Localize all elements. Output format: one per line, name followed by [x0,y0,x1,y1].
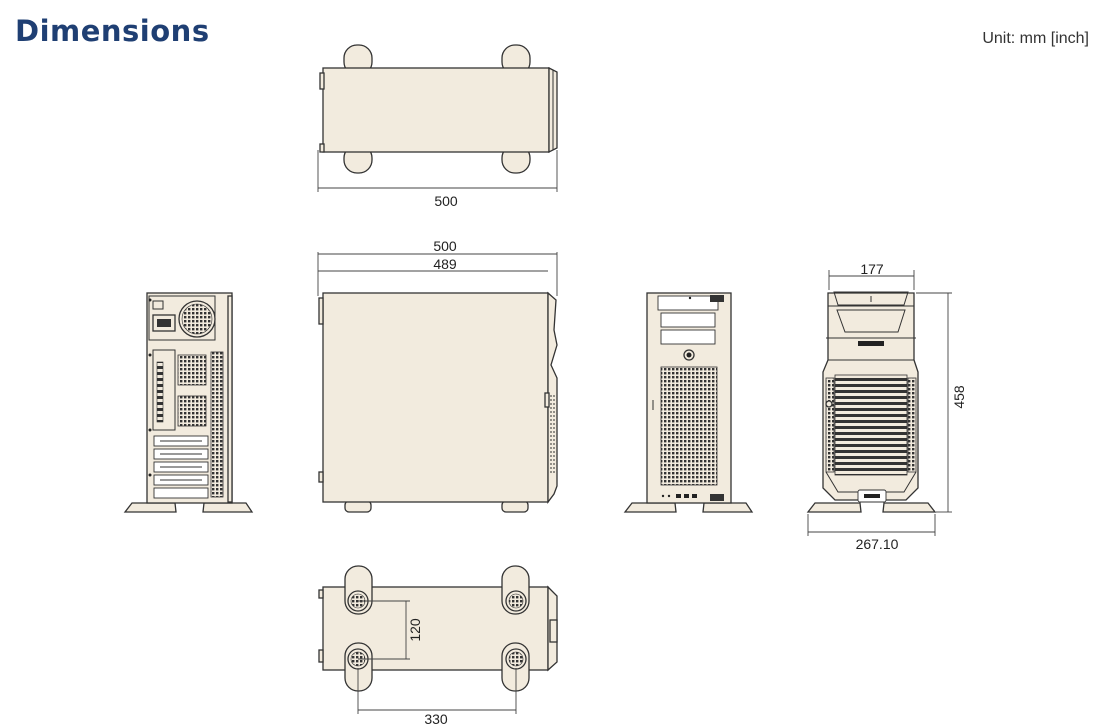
top-view: 500 [317,44,558,209]
foot-width-label: 267.10 [856,536,899,552]
bottom-view: 120 330 [318,565,558,726]
front-bezel-view: 177 458 267.10 [806,261,967,552]
side-overall-length-label: 500 [433,238,457,254]
side-body-length-label: 489 [433,256,457,272]
rear-view [123,292,254,513]
top-view-length-label: 500 [434,193,458,209]
front-view [623,292,754,513]
side-view: 500 489 [317,238,558,513]
height-label: 458 [951,385,967,409]
bottom-depth-spacing-label: 120 [407,618,423,642]
unit-label: Unit: mm [inch] [982,30,1089,47]
bottom-length-spacing-label: 330 [424,711,448,726]
page-title: Dimensions [15,14,210,48]
front-width-label: 177 [860,261,884,277]
